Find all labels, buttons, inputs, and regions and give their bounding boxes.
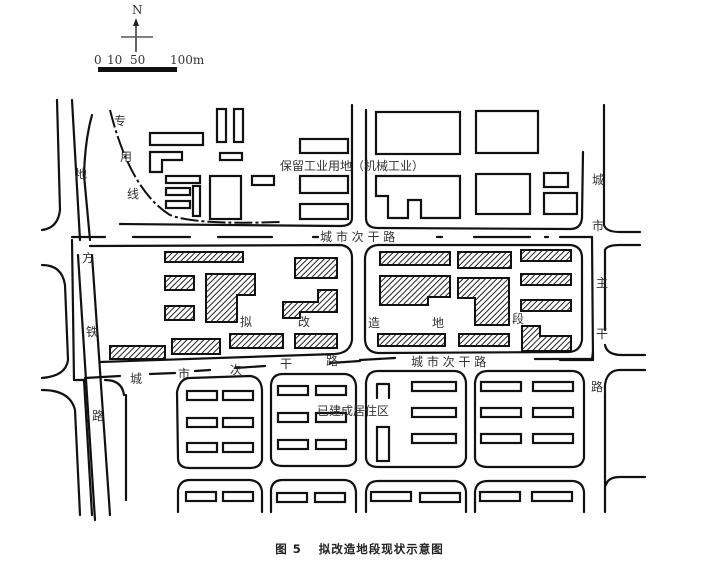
main-road-char-1: 城 bbox=[592, 173, 604, 187]
north-label: N bbox=[132, 3, 143, 17]
main-road-char-3: 主 bbox=[596, 276, 608, 290]
residential-built-label: 已建成居住区 bbox=[317, 404, 389, 418]
redevelop-block-east bbox=[363, 243, 584, 355]
south-secondary-road-char-2: 市 bbox=[178, 366, 190, 381]
metro-char-4: 路 bbox=[92, 408, 104, 423]
west-roads bbox=[40, 98, 281, 522]
scale-0: 0 bbox=[94, 53, 102, 67]
south-secondary-road-char-4: 干 bbox=[280, 357, 292, 371]
south-secondary-road-char-5: 路 bbox=[326, 353, 338, 368]
south-secondary-road bbox=[83, 350, 595, 380]
main-road-char-5: 路 bbox=[591, 379, 603, 394]
metro-char-2: 方 bbox=[82, 250, 94, 265]
south-secondary-road-char-3: 次 bbox=[230, 363, 242, 377]
figure-number: 图 5 bbox=[275, 542, 302, 556]
north-secondary-road-label: 城 市 次 干 路 bbox=[320, 229, 395, 244]
scale-bar: 0 10 50 100m bbox=[94, 53, 205, 72]
figure-title: 拟改造地段现状示意图 bbox=[318, 542, 444, 556]
redevelop-char-5: 段 bbox=[512, 311, 524, 326]
residential-area bbox=[103, 369, 586, 514]
metro-char-3: 铁 bbox=[86, 325, 98, 339]
special-rail-char-1: 专 bbox=[114, 113, 126, 128]
redevelop-char-2: 改 bbox=[298, 315, 310, 329]
metro-char-1: 地 bbox=[75, 167, 87, 181]
redevelop-char-3: 造 bbox=[368, 316, 380, 330]
industrial-reserve-label: 保留工业用地（机械工业） bbox=[280, 158, 424, 173]
north-secondary-road bbox=[70, 235, 595, 382]
scale-10: 10 bbox=[107, 53, 122, 67]
special-rail-char-2: 用 bbox=[120, 150, 132, 164]
redevelop-block-west bbox=[88, 243, 354, 364]
special-rail-char-3: 线 bbox=[127, 187, 139, 201]
south-secondary-road-char-1: 城 bbox=[130, 372, 142, 386]
figure-caption: 图 5 拟改造地段现状示意图 bbox=[0, 541, 719, 557]
redevelop-char-4: 地 bbox=[432, 316, 444, 330]
scale-100m: 100m bbox=[170, 53, 205, 67]
compass: N bbox=[121, 3, 153, 52]
main-road-char-2: 市 bbox=[592, 218, 604, 233]
industrial-area bbox=[118, 103, 642, 234]
east-main-road bbox=[603, 243, 647, 514]
map-labels: 保留工业用地（机械工业） 已建成居住区 专 用 线 地 方 铁 路 拟 改 造 … bbox=[75, 113, 608, 423]
redevelop-char-1: 拟 bbox=[240, 315, 252, 329]
scale-50: 50 bbox=[130, 53, 145, 67]
main-road-char-4: 干 bbox=[596, 327, 608, 341]
south-secondary-road-right-label: 城 市 次 干 路 bbox=[411, 354, 486, 369]
